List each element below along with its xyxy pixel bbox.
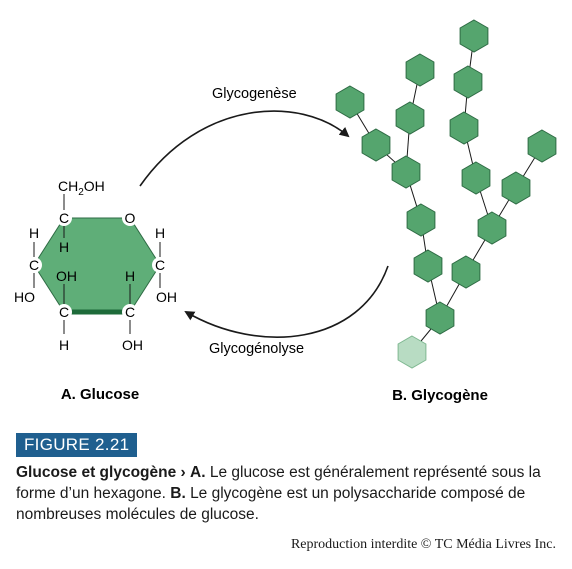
- glucose-unit-hexagon: [451, 255, 481, 289]
- atom-o-ring: O: [125, 210, 136, 226]
- glucose-molecule: C O C C C C CH2OH H H OH H OH OH H H HO …: [14, 178, 177, 403]
- glucose-unit-hexagon: [413, 249, 443, 283]
- figure-number-badge: FIGURE 2.21: [16, 433, 138, 457]
- glucose-unit-hexagon: [453, 65, 483, 99]
- caption-b-text: Le glycogène est un polysaccharide compo…: [16, 485, 526, 523]
- atom-c4: C: [59, 304, 69, 320]
- glucose-unit-hexagon: [361, 128, 391, 162]
- copyright-credit: Reproduction interdite © TC Média Livres…: [290, 537, 556, 552]
- caption-b-label: B.: [170, 485, 186, 502]
- atom-h-c1: H: [59, 239, 69, 255]
- glucose-glycogen-diagram: C O C C C C CH2OH H H OH H OH OH H H HO …: [14, 19, 557, 404]
- glucose-unit-hexagon: [391, 155, 421, 189]
- group-oh-c3: OH: [122, 337, 143, 353]
- atom-c5: C: [29, 257, 39, 273]
- glucose-unit-hexagon: [397, 335, 427, 369]
- atom-c1: C: [59, 210, 69, 226]
- glucose-unit-hexagon: [405, 53, 435, 87]
- atom-h-c2: H: [155, 225, 165, 241]
- glucose-unit-hexagon: [459, 19, 489, 53]
- glycogenesis-label: Glycogenèse: [212, 86, 297, 102]
- glucose-unit-hexagon: [527, 129, 557, 163]
- atom-c2: C: [155, 257, 165, 273]
- caption-a-text: Le glucose est généralement représenté s…: [16, 464, 541, 502]
- glucose-unit-hexagon: [449, 111, 479, 145]
- glycogenolysis-label: Glycogénolyse: [209, 341, 304, 357]
- caption-arrow: ›: [180, 464, 186, 481]
- glucose-unit-hexagon: [477, 211, 507, 245]
- glucose-unit-hexagon: [461, 161, 491, 195]
- atom-h-c4: H: [59, 337, 69, 353]
- glycogenolysis-arrow: [184, 265, 389, 338]
- glycogenesis-arrow: [139, 110, 350, 187]
- atom-c3: C: [125, 304, 135, 320]
- atom-h-c5: H: [29, 225, 39, 241]
- figure-caption: Glucose et glycogène › A. Le glucose est…: [16, 462, 556, 525]
- glucose-unit-hexagon: [501, 171, 531, 205]
- glucose-hexagon: [33, 217, 161, 313]
- caption-title: Glucose et glycogène: [16, 464, 177, 481]
- group-ho-c5: HO: [14, 289, 35, 305]
- group-ch2oh: CH2OH: [58, 178, 105, 198]
- glucose-unit-hexagon: [395, 101, 425, 135]
- glucose-unit-hexagon: [335, 85, 365, 119]
- glucose-unit-hexagon: [425, 301, 455, 335]
- glycogen-label: B. Glycogène: [392, 387, 488, 404]
- group-oh-c2: OH: [156, 289, 177, 305]
- atom-h-c3: H: [125, 268, 135, 284]
- caption-a-label: A.: [190, 464, 206, 481]
- glycogen-molecule: [335, 19, 557, 369]
- group-oh-c4: OH: [56, 268, 77, 284]
- glucose-label: A. Glucose: [61, 386, 139, 403]
- glucose-unit-hexagon: [406, 203, 436, 237]
